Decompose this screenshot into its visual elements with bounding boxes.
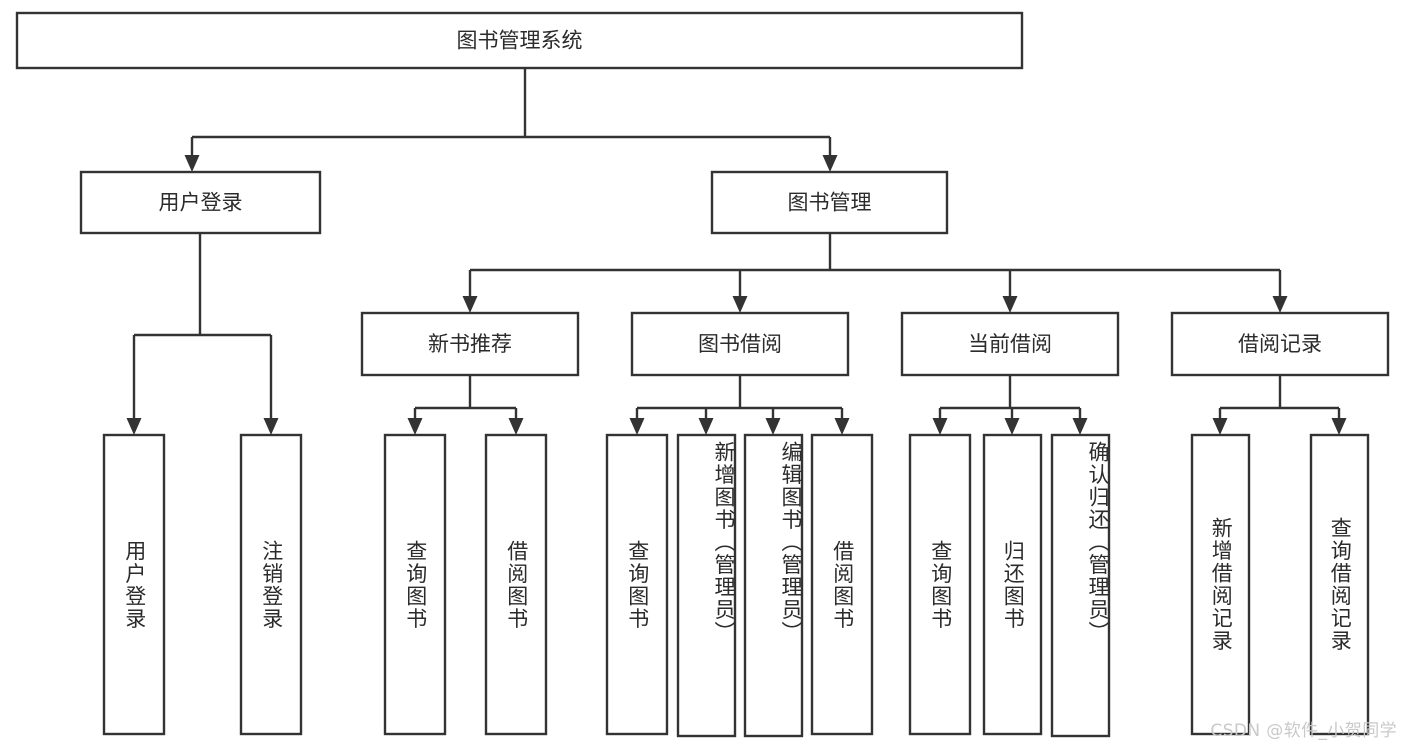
node-box-leaf-query-book-borrow[interactable] bbox=[605, 433, 669, 736]
recommend-to-leaves-arrow-icon-1 bbox=[508, 418, 524, 435]
node-box-leaf-logout-login[interactable] bbox=[239, 433, 303, 736]
node-label-borrow-record: 借阅记录 bbox=[1238, 332, 1322, 356]
node-box-borrow-record[interactable] bbox=[1170, 311, 1390, 377]
node-box-leaf-borrow-book-recommend[interactable] bbox=[484, 433, 548, 736]
borrow-to-leaves-arrow-icon-0 bbox=[629, 418, 645, 435]
node-label-new-book-recommend: 新书推荐 bbox=[428, 332, 512, 356]
current-to-leaves-arrow-icon-1 bbox=[1004, 418, 1020, 435]
node-box-root[interactable] bbox=[15, 11, 1024, 70]
node-box-leaf-query-book-current[interactable] bbox=[908, 433, 972, 736]
borrow-to-leaves-arrow-icon-3 bbox=[834, 418, 850, 435]
current-to-leaves-arrow-icon-0 bbox=[932, 418, 948, 435]
bookmgmt-to-level3-arrow-icon-2 bbox=[1002, 296, 1018, 313]
node-box-book-borrow[interactable] bbox=[630, 311, 850, 377]
node-box-leaf-edit-book-admin[interactable] bbox=[743, 433, 804, 738]
bookmgmt-to-level3-arrow-icon-3 bbox=[1272, 296, 1288, 313]
bookmgmt-to-level3-arrow-icon-0 bbox=[462, 296, 478, 313]
root-to-level2-arrow-icon-0 bbox=[184, 155, 200, 172]
node-box-book-management[interactable] bbox=[710, 170, 949, 235]
node-box-leaf-query-book-recommend[interactable] bbox=[383, 433, 447, 736]
connectors-layer bbox=[126, 68, 1347, 435]
current-to-leaves-arrow-icon-2 bbox=[1072, 418, 1088, 435]
csdn-watermark: CSDN @软件_小贺同学 bbox=[1210, 721, 1397, 741]
bookmgmt-to-level3-arrow-icon-1 bbox=[732, 296, 748, 313]
root-to-level2-arrow-icon-1 bbox=[822, 155, 838, 172]
userlogin-to-leaves-arrow-icon-0 bbox=[126, 418, 142, 435]
node-box-leaf-confirm-return-admin[interactable] bbox=[1050, 433, 1111, 738]
node-label-book-management: 图书管理 bbox=[788, 191, 872, 215]
node-box-current-borrow[interactable] bbox=[900, 311, 1120, 377]
borrow-to-leaves-arrow-icon-1 bbox=[698, 418, 714, 435]
record-to-leaves-arrow-icon-1 bbox=[1331, 418, 1347, 435]
node-box-leaf-borrow-book-borrow[interactable] bbox=[810, 433, 874, 736]
node-box-user-login[interactable] bbox=[79, 170, 322, 235]
node-box-leaf-add-book-admin[interactable] bbox=[676, 433, 737, 738]
node-box-leaf-return-book[interactable] bbox=[982, 433, 1043, 736]
node-box-leaf-user-login[interactable] bbox=[102, 433, 166, 736]
node-box-leaf-query-borrow-record[interactable] bbox=[1309, 433, 1370, 736]
boxes-layer bbox=[15, 11, 1390, 738]
node-label-root: 图书管理系统 bbox=[457, 29, 583, 53]
node-box-new-book-recommend[interactable] bbox=[360, 311, 580, 377]
recommend-to-leaves-arrow-icon-0 bbox=[407, 418, 423, 435]
node-label-book-borrow: 图书借阅 bbox=[698, 332, 782, 356]
node-label-current-borrow: 当前借阅 bbox=[968, 332, 1052, 356]
borrow-to-leaves-arrow-icon-2 bbox=[765, 418, 781, 435]
node-box-leaf-add-borrow-record[interactable] bbox=[1190, 433, 1251, 736]
userlogin-to-leaves-arrow-icon-1 bbox=[263, 418, 279, 435]
node-label-user-login: 用户登录 bbox=[159, 191, 243, 215]
record-to-leaves-arrow-icon-0 bbox=[1212, 418, 1228, 435]
